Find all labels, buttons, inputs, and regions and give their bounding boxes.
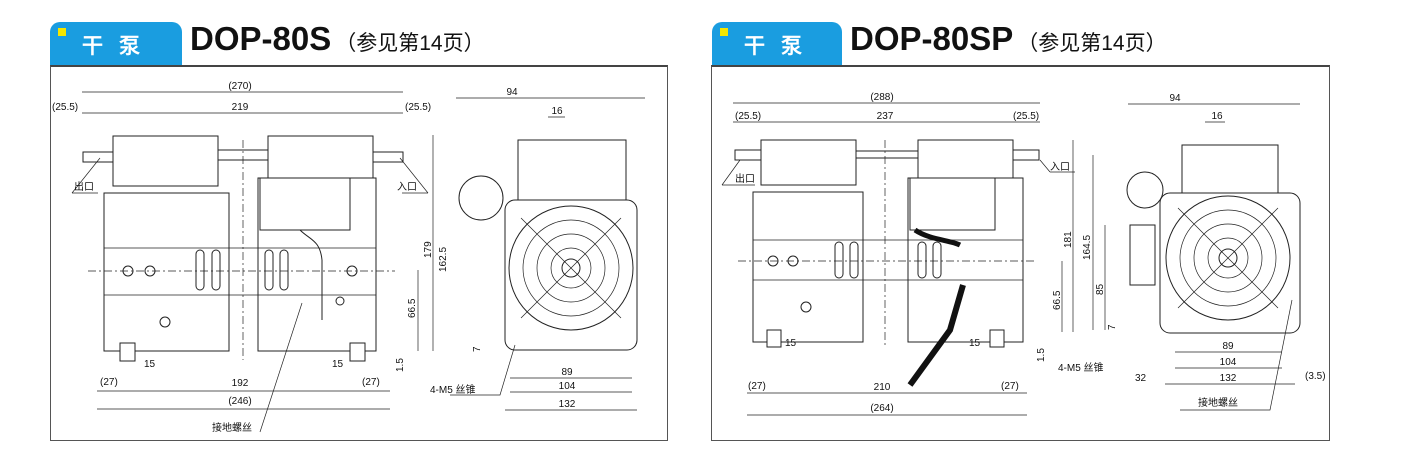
dim-left-offset: (25.5): [52, 102, 78, 113]
tab-label: 干泵: [82, 35, 156, 58]
dim-foot-left: 15: [785, 338, 797, 349]
dim-base-right: (27): [362, 377, 380, 388]
dim-mount-104: 104: [1220, 357, 1237, 368]
pump-side-view-right: [1092, 103, 1301, 411]
dim-side-width: 94: [1169, 93, 1181, 104]
model-title-right: DOP-80SP（参见第14页）: [850, 20, 1167, 58]
pump-side-view-left: [450, 97, 645, 411]
page-reference: （参见第14页）: [335, 32, 485, 55]
dim-mount-104: 104: [559, 381, 576, 392]
page-reference: （参见第14页）: [1017, 32, 1167, 55]
dim-height-total: 181: [1063, 231, 1074, 248]
dim-side-offset: 16: [1211, 111, 1223, 122]
dim-mount-32: 32: [1135, 373, 1147, 384]
category-tab-left: 干泵: [50, 22, 182, 65]
marker-icon: [720, 28, 728, 36]
dim-side-85: 85: [1095, 283, 1106, 295]
drawing-frame-right: [711, 65, 1330, 441]
category-tab-right: 干泵: [712, 22, 842, 65]
dim-right-offset: (25.5): [1013, 111, 1039, 122]
dim-right-offset: (25.5): [405, 102, 431, 113]
pump-front-view-left: [71, 91, 434, 433]
dim-foot-right: 15: [332, 359, 344, 370]
dim-mount-132: 132: [559, 399, 576, 410]
tap-label: 4-M5 丝锥: [430, 384, 476, 396]
model-title-left: DOP-80S（参见第14页）: [190, 20, 485, 58]
dim-foot-gap: 1.5: [1036, 348, 1047, 362]
inlet-label: 入口: [397, 182, 417, 193]
dim-foot-gap: 1.5: [395, 358, 406, 372]
dim-side-foot: 7: [1107, 324, 1118, 330]
dim-overall-width: (288): [870, 92, 893, 103]
dim-height-total: 179: [423, 241, 434, 258]
dim-side-foot: 7: [472, 346, 483, 352]
dim-center-height: 66.5: [1052, 290, 1063, 310]
dim-base-left: (27): [100, 377, 118, 388]
dim-port-span: 237: [877, 111, 894, 122]
dim-base-span: 192: [232, 378, 249, 389]
dim-overall-width: (270): [228, 81, 251, 92]
outlet-label: 出口: [74, 180, 94, 193]
marker-icon: [58, 28, 66, 36]
dim-height-side: 162.5: [438, 247, 449, 272]
ground-screw-label: 接地螺丝: [212, 421, 252, 434]
dim-foot-left: 15: [144, 359, 156, 370]
dim-mount-3-5: (3.5): [1305, 371, 1326, 382]
dim-mount-89: 89: [1222, 341, 1234, 352]
tab-label: 干泵: [744, 35, 818, 58]
tap-label: 4-M5 丝锥: [1058, 362, 1104, 374]
outlet-label: 出口: [735, 172, 755, 185]
dim-height-side: 164.5: [1082, 235, 1093, 260]
dim-foot-right: 15: [969, 338, 981, 349]
dim-base-right: (27): [1001, 381, 1019, 392]
dim-side-width: 94: [506, 87, 518, 98]
dim-base-span: 210: [874, 382, 891, 393]
dimension-labels-right: (288) (25.5) 237 (25.5) 出口 入口 181 164.5 …: [735, 92, 1326, 414]
dim-base-left: (27): [748, 381, 766, 392]
dim-left-offset: (25.5): [735, 111, 761, 122]
drawing-frame-left: [50, 65, 668, 441]
ground-screw-label: 接地螺丝: [1198, 396, 1238, 409]
dim-base-total: (246): [228, 396, 251, 407]
model-name: DOP-80S: [190, 20, 332, 57]
dim-side-offset: 16: [551, 106, 563, 117]
inlet-label: 入口: [1050, 162, 1070, 173]
pump-front-view-right: [721, 102, 1075, 416]
dim-base-total: (264): [870, 403, 893, 414]
dimension-labels-left: (270) (25.5) 219 (25.5) 出口 入口 179 162.5 …: [52, 81, 576, 434]
dim-port-span: 219: [232, 102, 249, 113]
model-name: DOP-80SP: [850, 20, 1014, 57]
dim-mount-132: 132: [1220, 373, 1237, 384]
dim-mount-89: 89: [561, 367, 573, 378]
dim-center-height: 66.5: [407, 298, 418, 318]
